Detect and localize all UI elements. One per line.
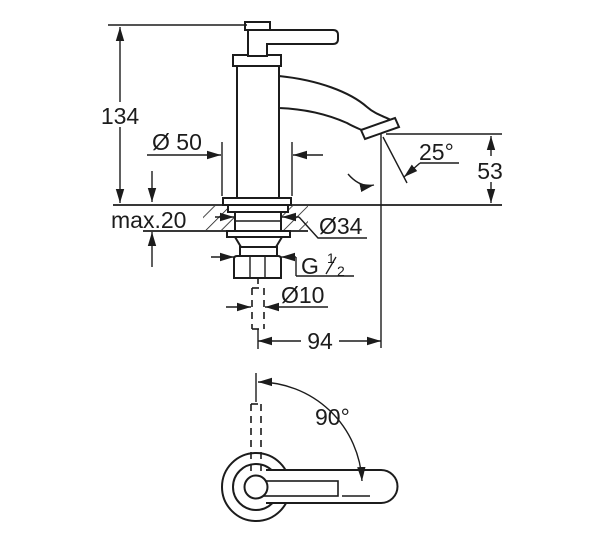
dim-mounting-thickness: max.20 xyxy=(111,171,186,267)
dim-label-total-height: 134 xyxy=(101,103,140,129)
faucet-body xyxy=(236,65,280,200)
dim-thread-size: G 1 2 xyxy=(211,250,354,279)
dim-shank-diameter: Ø34 xyxy=(215,212,367,239)
mounting-nut xyxy=(233,255,282,279)
dim-base-diameter: Ø 50 xyxy=(147,129,323,196)
dim-spout-reach: 94 xyxy=(257,133,382,354)
dim-label-hose-diameter: Ø10 xyxy=(281,282,324,308)
flow-direction-line xyxy=(382,136,408,184)
dim-label-thread-numerator: 1 xyxy=(327,250,335,266)
dim-hose-diameter: Ø10 xyxy=(226,282,328,312)
spout-outlet-rim xyxy=(359,116,401,141)
cone-washer xyxy=(233,236,284,248)
thread-collar xyxy=(239,246,278,257)
dim-label-spout-height: 53 xyxy=(477,158,503,184)
cartridge-circle xyxy=(243,474,269,500)
dim-label-swivel-angle: 90° xyxy=(315,404,350,430)
dim-label-thread-letter: G xyxy=(301,253,319,279)
dim-label-mounting-thickness: max.20 xyxy=(111,207,186,233)
dim-total-height: 134 xyxy=(98,24,247,203)
angle-arc xyxy=(347,173,375,193)
handle-cap xyxy=(244,21,271,31)
swivel-arc xyxy=(257,377,366,482)
handle-stem xyxy=(247,29,268,57)
base-flange xyxy=(222,197,292,206)
dim-spout-angle: 25° xyxy=(347,136,459,193)
dim-spout-height: 53 xyxy=(386,133,507,203)
faucet-side-view xyxy=(222,21,401,279)
dim-label-base-diameter: Ø 50 xyxy=(152,129,202,155)
fraction-slash xyxy=(325,256,337,275)
faucet-bottom-view: 90° xyxy=(221,373,399,522)
handle-lever-side xyxy=(266,29,339,45)
dim-label-thread-denominator: 2 xyxy=(337,263,345,279)
dim-label-shank-diameter: Ø34 xyxy=(319,213,363,239)
shank-collar xyxy=(227,204,289,213)
dim-label-spout-angle: 25° xyxy=(419,139,454,165)
dim-label-spout-reach: 94 xyxy=(307,328,333,354)
